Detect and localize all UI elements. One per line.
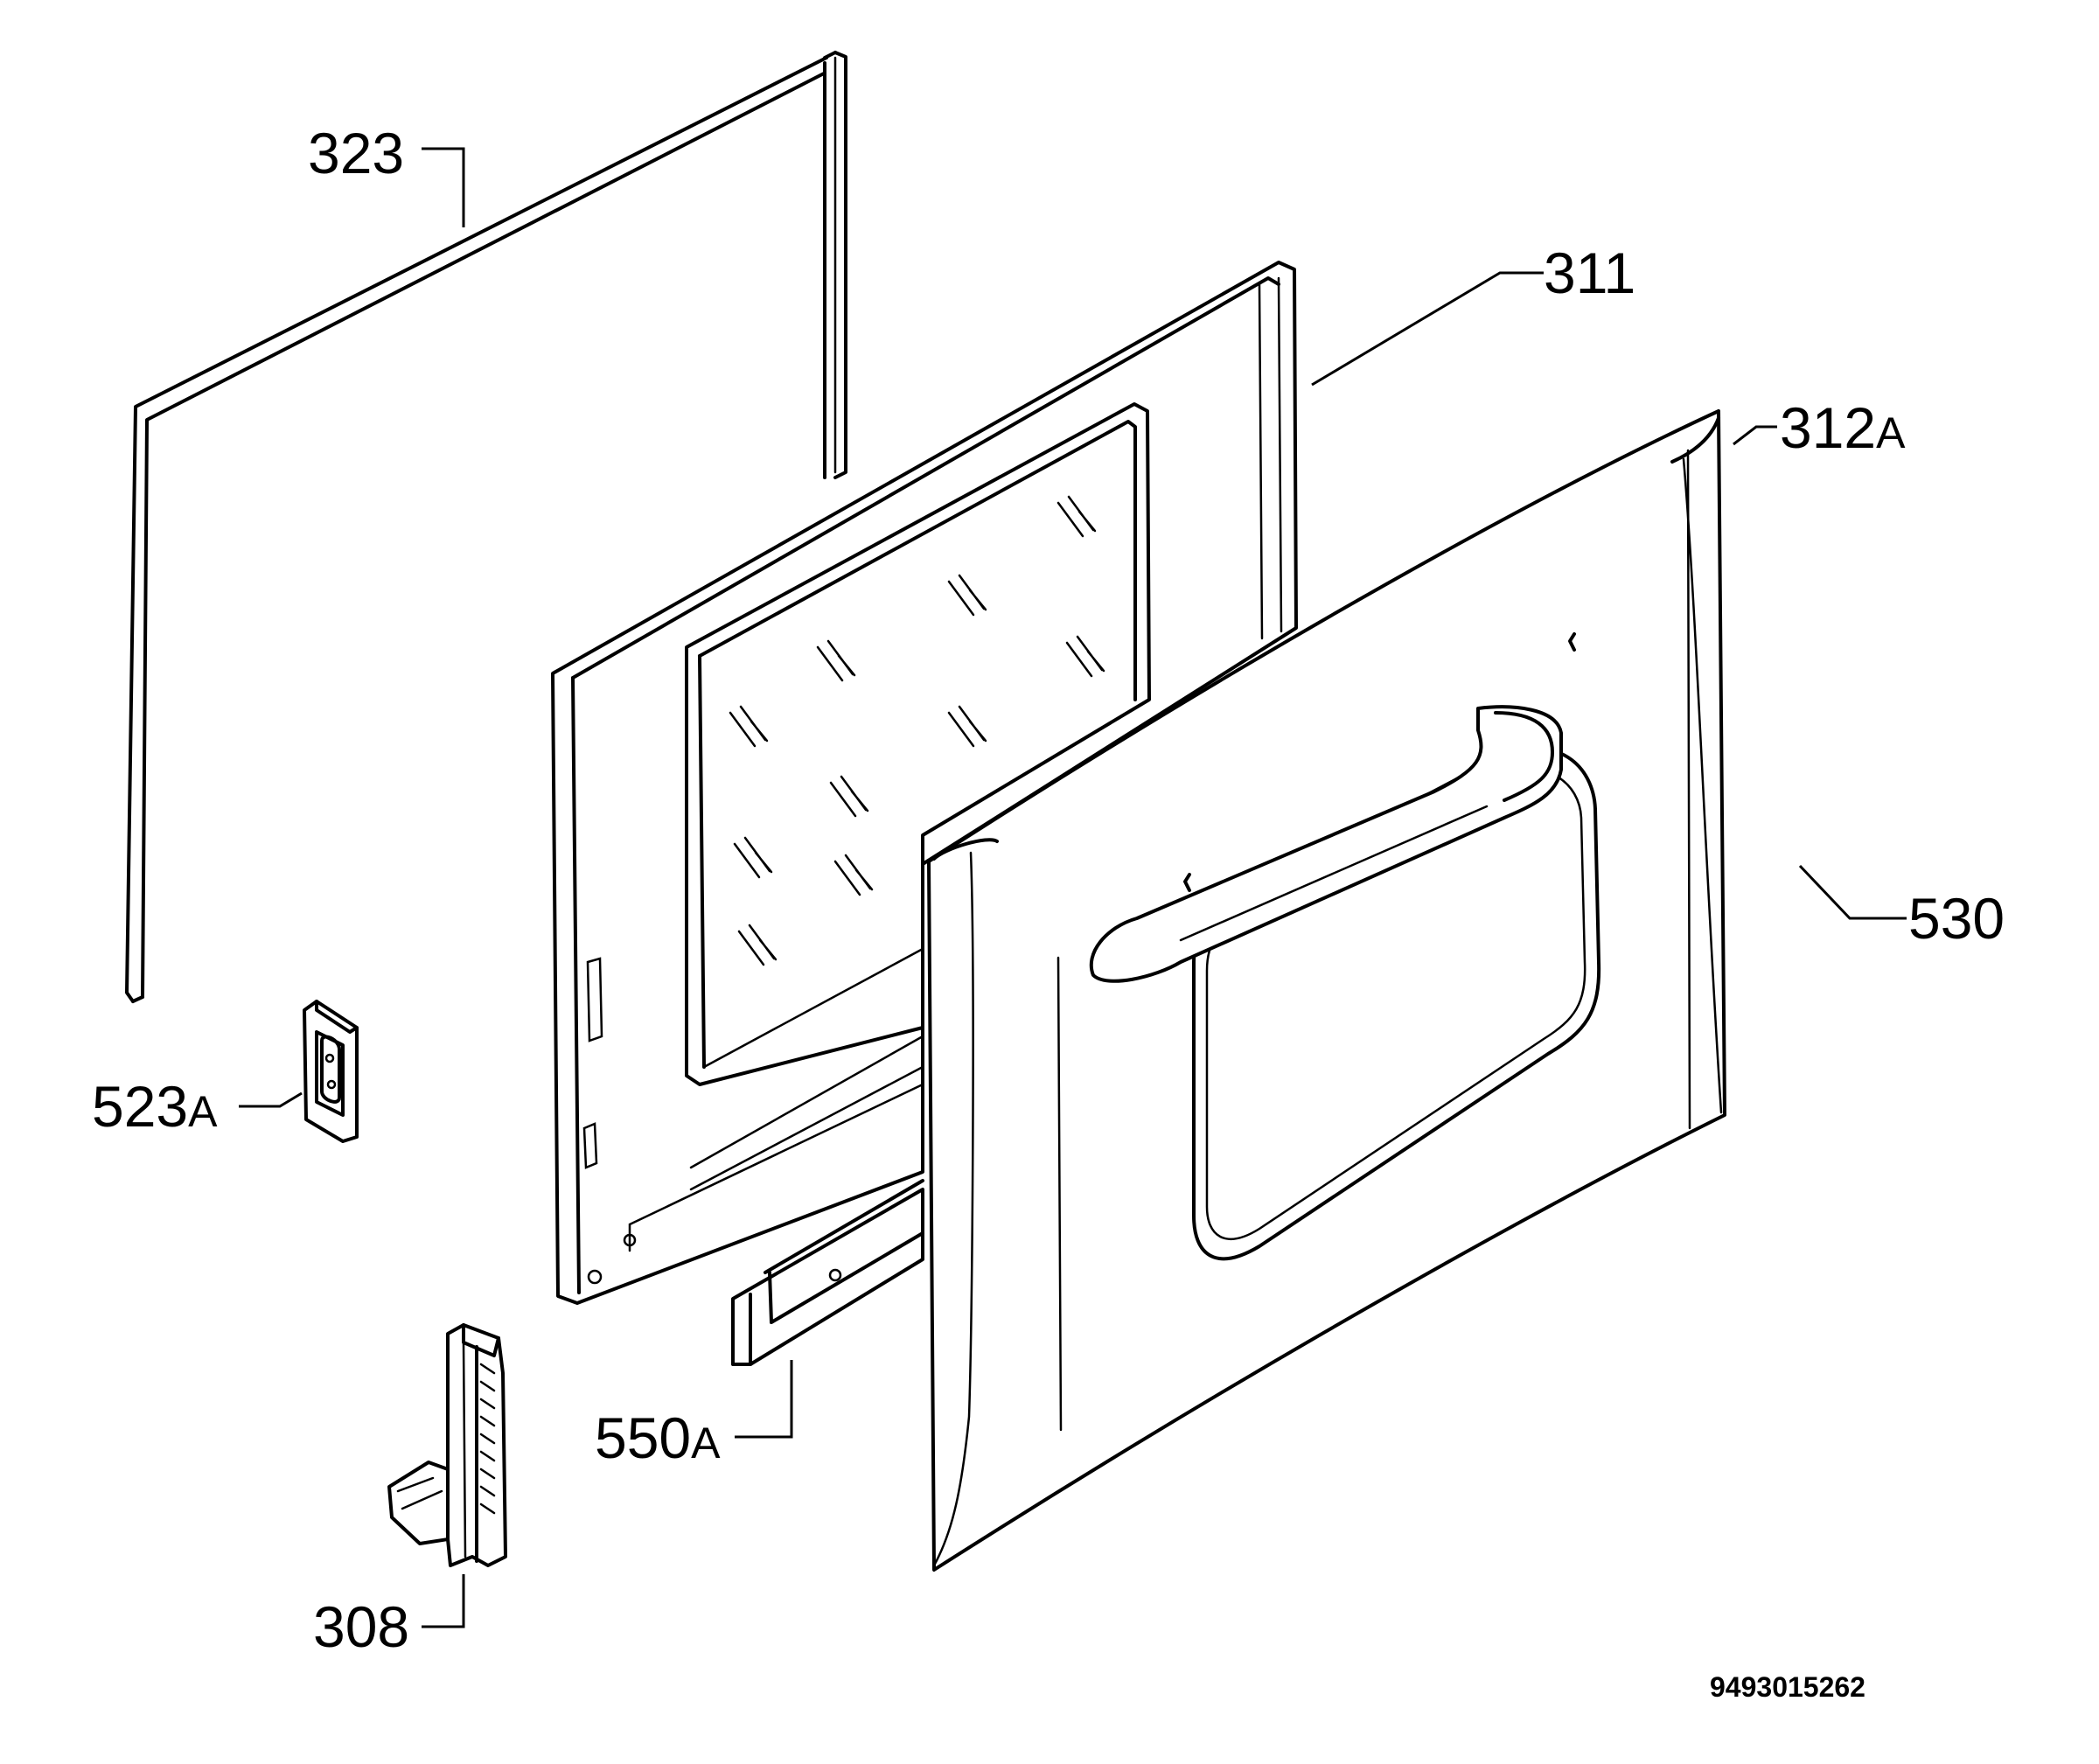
inner-door-panel-311 (551, 261, 1298, 1305)
door-handle-530 (1089, 705, 1563, 983)
label-523a-number: 523 (92, 1074, 188, 1139)
bottom-rail-550a (731, 1179, 924, 1366)
latch-plate-523a (303, 1000, 359, 1143)
label-312a: 312A (1780, 395, 1906, 460)
label-550a-suffix: A (691, 1419, 721, 1468)
reference-code: 9493015262 (1710, 1671, 1865, 1703)
leader-lines (239, 147, 1907, 1628)
label-312a-number: 312 (1780, 395, 1876, 460)
label-312a-suffix: A (1876, 408, 1906, 457)
label-523a-suffix: A (188, 1087, 218, 1136)
label-550a-number: 550 (595, 1405, 691, 1470)
label-550a: 550A (595, 1405, 721, 1470)
door-hinge-308 (387, 1323, 507, 1567)
label-323: 323 (308, 121, 404, 185)
label-308: 308 (313, 1594, 409, 1659)
door-seal-323 (125, 51, 847, 1003)
label-311: 311 (1544, 241, 1635, 305)
label-530: 530 (1908, 886, 2005, 951)
part-labels: 323 311 312A 530 523A 550A 308 (92, 121, 2005, 1659)
label-523a: 523A (92, 1074, 218, 1139)
